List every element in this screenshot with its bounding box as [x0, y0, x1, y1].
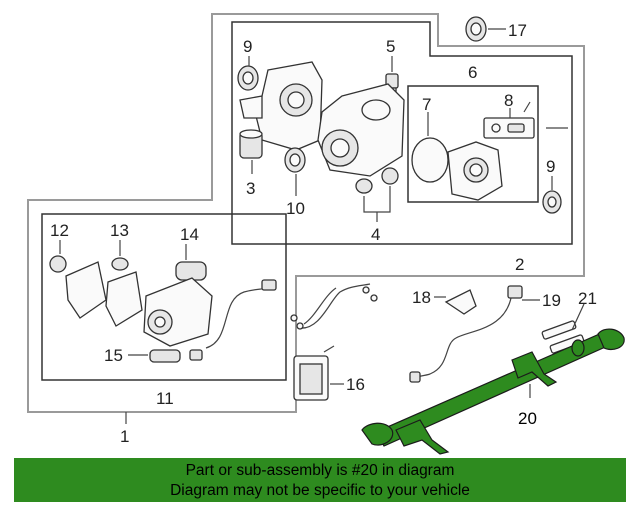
fitment-notice-banner: Part or sub-assembly is #20 in diagram D…	[14, 458, 626, 502]
assembly-11-frame	[41, 213, 287, 381]
bushing-part-4[interactable]	[355, 167, 399, 194]
callout-2: 2	[515, 255, 524, 274]
bushing-part-12[interactable]	[49, 255, 67, 273]
assembly-6-frame	[407, 85, 539, 203]
callout-12: 12	[50, 221, 69, 240]
gasket-part-7[interactable]	[411, 137, 449, 183]
seal-part-9-right[interactable]	[542, 190, 562, 214]
callout-4: 4	[371, 225, 380, 244]
notice-line-2: Diagram may not be specific to your vehi…	[170, 482, 470, 499]
callout-6: 6	[468, 63, 477, 82]
assembly-1-frame	[27, 13, 585, 413]
callout-20: 20	[518, 409, 537, 428]
callout-13: 13	[110, 221, 129, 240]
callout-5: 5	[386, 37, 395, 56]
coupling-unit[interactable]	[143, 277, 213, 347]
bushing-part-3[interactable]	[239, 129, 263, 159]
notice-line-1: Part or sub-assembly is #20 in diagram	[185, 462, 455, 479]
propeller-shaft-part-20[interactable]	[361, 328, 625, 455]
callout-10: 10	[286, 199, 305, 218]
vent-hose-assembly[interactable]	[290, 283, 378, 330]
sensor-part-15[interactable]	[149, 349, 181, 363]
assembly-2-frame	[231, 21, 573, 245]
control-module-part-16[interactable]	[293, 355, 329, 401]
differential-housing-left[interactable]	[239, 61, 323, 151]
bushing-part-14[interactable]	[175, 261, 207, 281]
cover-part-6[interactable]	[447, 141, 503, 201]
callout-3: 3	[246, 179, 255, 198]
mount-bracket-left[interactable]	[65, 261, 143, 327]
shield-part-18[interactable]	[444, 289, 477, 315]
sensor-part-8[interactable]	[483, 101, 535, 139]
callout-11: 11	[156, 389, 174, 408]
bracket-part-13[interactable]	[111, 257, 129, 271]
seal-part-10[interactable]	[284, 147, 306, 173]
callout-9-right: 9	[546, 157, 555, 176]
callout-18: 18	[412, 288, 431, 307]
callout-21: 21	[578, 289, 597, 308]
callout-16: 16	[346, 375, 365, 394]
wire-harness-11[interactable]	[189, 279, 277, 361]
wire-harness-part-19[interactable]	[409, 285, 523, 383]
callout-14: 14	[180, 225, 199, 244]
callout-17: 17	[508, 21, 527, 40]
bushing-part-17[interactable]	[465, 16, 487, 42]
callout-15: 15	[104, 346, 123, 365]
differential-case-center[interactable]	[317, 83, 405, 177]
callout-19: 19	[542, 291, 561, 310]
seal-part-9-left[interactable]	[237, 65, 259, 91]
callout-7: 7	[422, 95, 431, 114]
callout-8: 8	[504, 91, 513, 110]
callout-1: 1	[120, 427, 129, 446]
callout-9-left: 9	[243, 37, 252, 56]
